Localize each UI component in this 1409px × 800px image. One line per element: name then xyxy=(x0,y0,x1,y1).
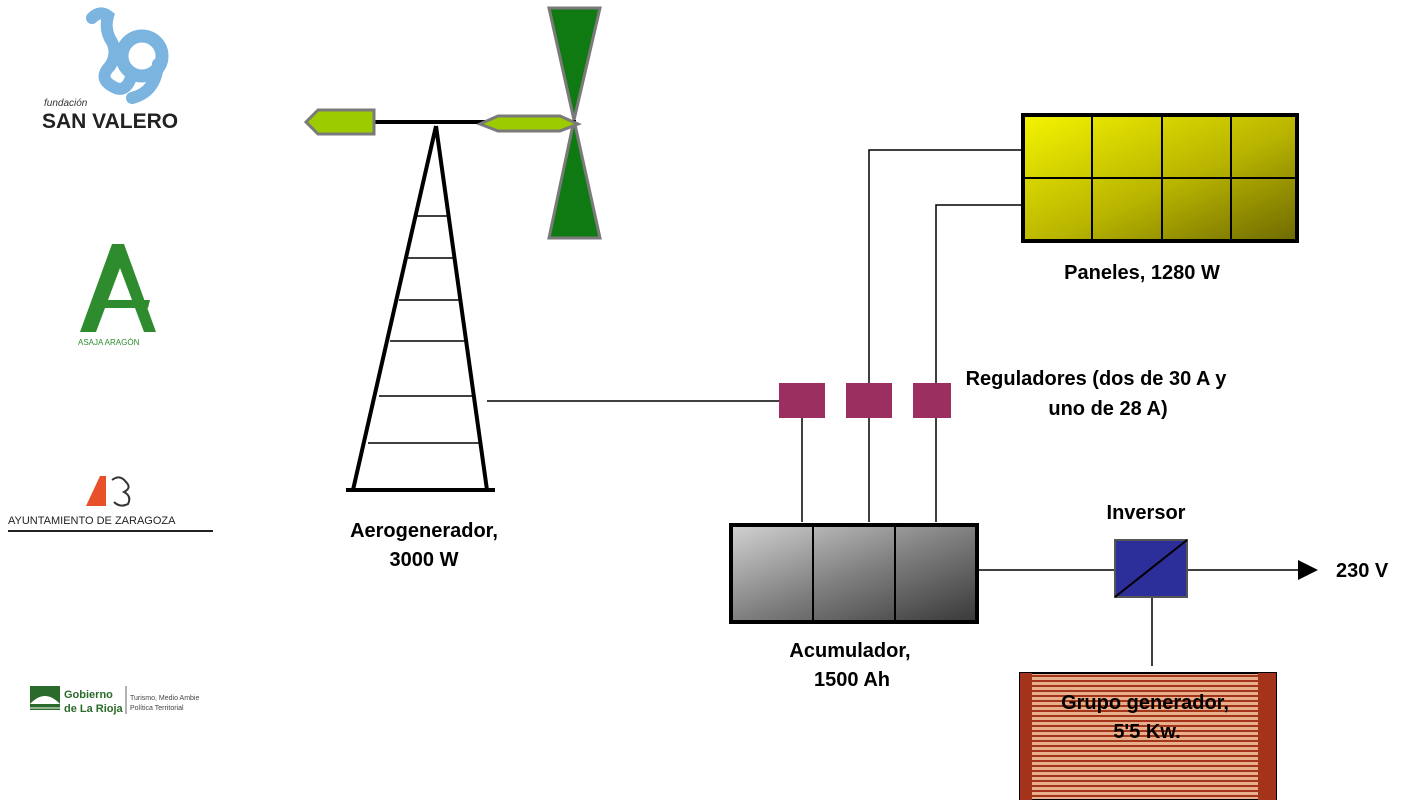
reguladores-label-2: uno de 28 A) xyxy=(1048,398,1167,420)
san-valero-name: SAN VALERO xyxy=(42,110,178,133)
asaja-aragon-logo: ASAJA ARAGÓN xyxy=(78,244,156,347)
rioja-line1: Gobierno xyxy=(64,689,113,701)
accumulator-battery xyxy=(729,523,979,624)
turbine-blades xyxy=(547,6,602,240)
acumulador-label-2: 1500 Ah xyxy=(814,669,890,691)
acumulador-label-1: Acumulador, xyxy=(789,640,910,662)
turbine-tower xyxy=(346,125,495,492)
inverter xyxy=(1114,539,1188,598)
regulator-2 xyxy=(846,383,892,418)
wiring xyxy=(487,149,1300,666)
regulators xyxy=(779,383,951,418)
zaragoza-logo: AYUNTAMIENTO DE ZARAGOZA xyxy=(8,476,213,532)
grupo-label-2: 5'5 Kw. xyxy=(1113,721,1180,743)
inversor-label: Inversor xyxy=(1107,502,1186,524)
output-voltage-label: 230 V xyxy=(1336,560,1389,582)
wind-turbine xyxy=(303,6,602,492)
regulator-3 xyxy=(913,383,951,418)
output-arrow-icon xyxy=(1298,560,1318,580)
solar-panels xyxy=(1021,113,1299,243)
rioja-dept2: Política Territorial xyxy=(130,705,184,712)
paneles-label: Paneles, 1280 W xyxy=(1064,262,1220,284)
rioja-line2: de La Rioja xyxy=(64,703,124,715)
generator-set xyxy=(1019,672,1277,800)
rioja-dept1: Turismo, Medio Ambie xyxy=(130,695,199,702)
grupo-label-1: Grupo generador, xyxy=(1061,692,1229,714)
gobierno-rioja-logo: Gobierno de La Rioja Turismo, Medio Ambi… xyxy=(30,686,199,715)
san-valero-small-text: fundación xyxy=(44,98,88,109)
reguladores-label-1: Reguladores (dos de 30 A y xyxy=(966,368,1228,390)
regulator-1 xyxy=(779,383,825,418)
asaja-aragon-text: ASAJA ARAGÓN xyxy=(78,338,140,347)
aerogenerador-label-2: 3000 W xyxy=(390,549,459,571)
aerogenerador-label-1: Aerogenerador, xyxy=(350,520,498,542)
san-valero-logo: fundación SAN VALERO xyxy=(42,7,178,133)
zaragoza-name: AYUNTAMIENTO DE ZARAGOZA xyxy=(8,515,176,527)
turbine-nacelle xyxy=(476,114,582,133)
turbine-tail xyxy=(303,108,376,136)
